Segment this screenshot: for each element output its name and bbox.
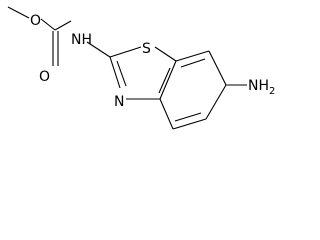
bond-c2-sulfur — [109, 46, 142, 58]
atom-label-ring-sulfur: S — [142, 41, 151, 57]
bond-ring-nitrogen-c2 — [109, 56, 121, 89]
atom-label-ring-nitrogen: N — [114, 94, 124, 110]
bond-c4-c3a — [159, 98, 174, 130]
bond-c7a-c3a-inner — [158, 67, 171, 94]
bond-c7-c6 — [208, 50, 227, 86]
bond-carbonyl-nitrogen — [54, 20, 72, 31]
amine-subscript: 2 — [269, 86, 275, 97]
bond-c5-c4 — [172, 118, 207, 130]
bond-c6-c5 — [205, 84, 227, 120]
bond-sulfur-c7a — [154, 46, 177, 62]
bond-c7a-c3a — [159, 60, 177, 100]
atom-label-methoxy-oxygen: O — [30, 13, 41, 29]
bond-c7a-c7 — [175, 50, 210, 62]
molecule-structure: O O NH S N NH2 — [7, 6, 275, 130]
atom-label-amine-nitrogen: NH2 — [248, 78, 275, 97]
bond-c7a-c7-inner — [180, 58, 206, 68]
bond-nitrogen-c2 — [86, 41, 111, 58]
bond-oxygen-carbonyl — [40, 18, 56, 31]
bond-ring-nitrogen-c2-inner — [116, 60, 127, 87]
bond-c5-c4-inner — [174, 112, 202, 122]
atom-label-carbonyl-oxygen: O — [39, 69, 50, 85]
amine-nh-text: NH — [248, 78, 269, 94]
atom-label-amide-nitrogen: NH — [71, 32, 92, 48]
bond-methyl-oxygen — [7, 6, 30, 19]
